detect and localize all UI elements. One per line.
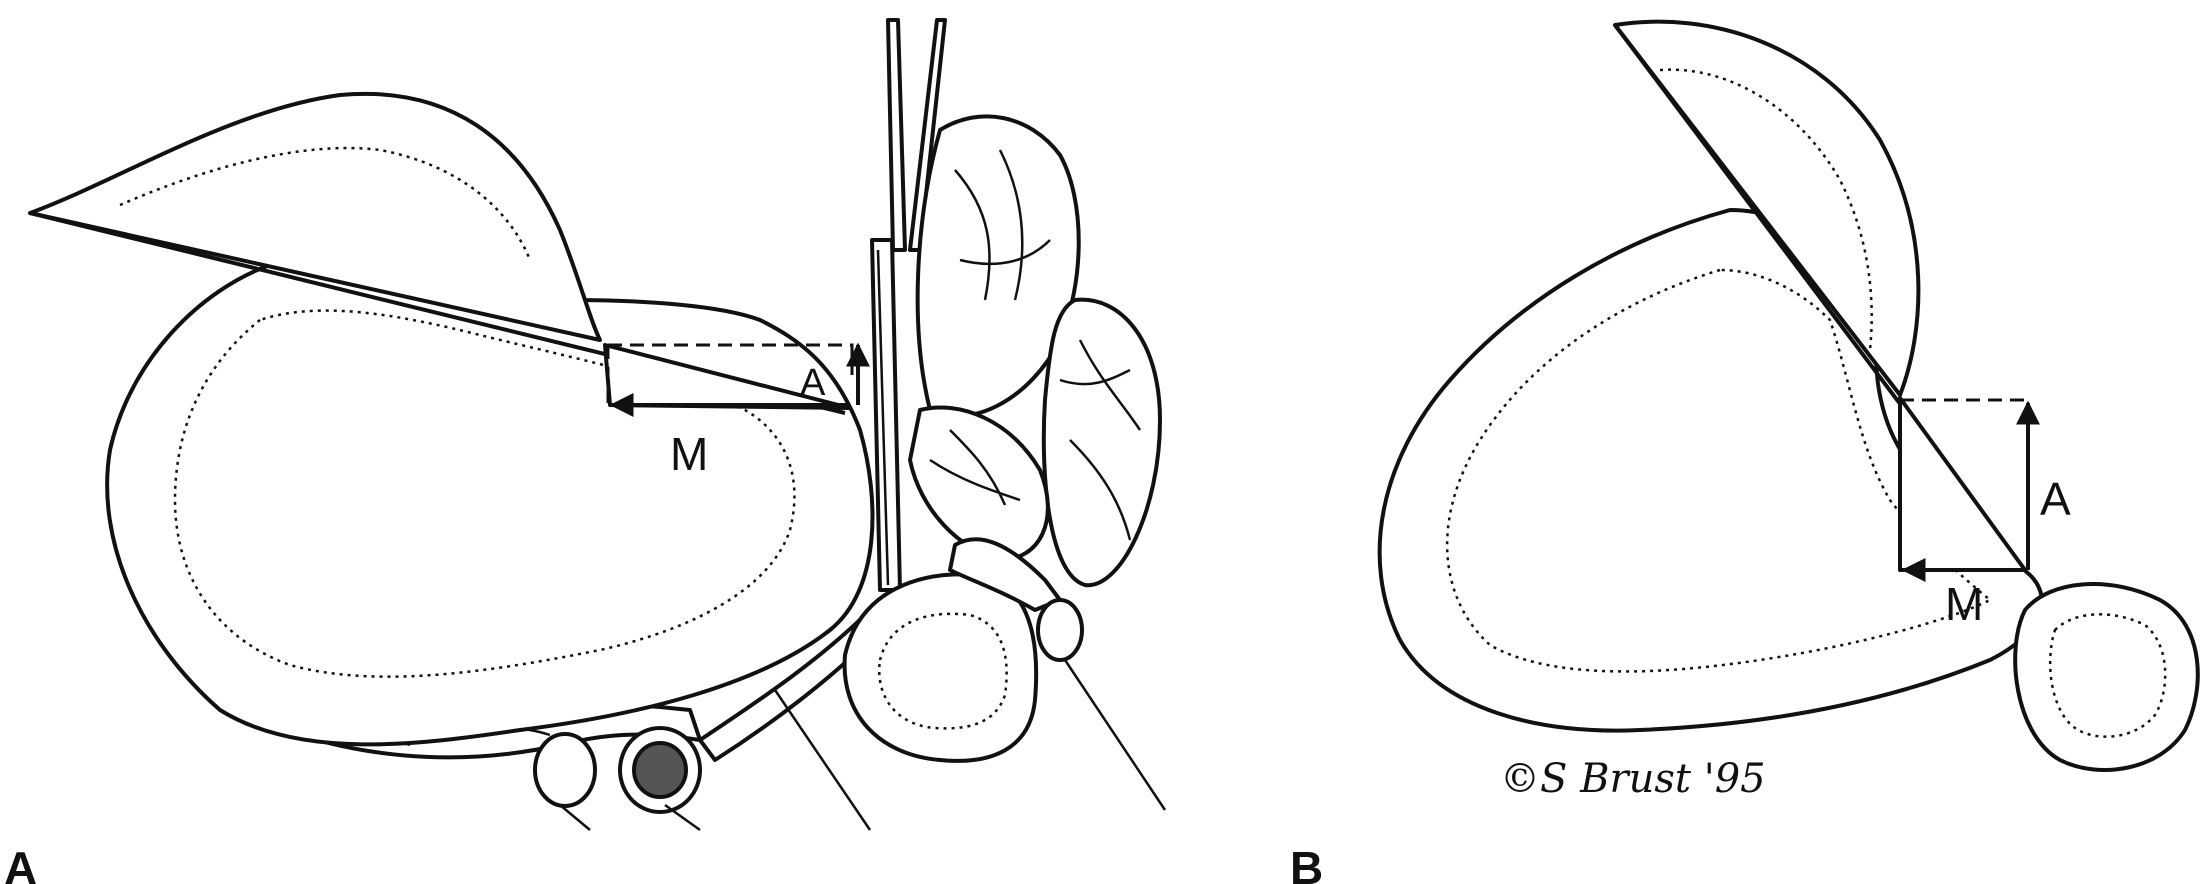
artist-signature: ©S Brust '95	[1500, 756, 1766, 802]
vector-diagram-b	[1898, 398, 2040, 582]
label-medial-b: M	[1945, 578, 1983, 630]
cut-triangle-b	[1898, 396, 2027, 572]
panel-b: A M ©S Brust '95 B	[1290, 19, 2200, 884]
ganglion-small-a	[533, 732, 597, 831]
panel-label-a: A	[4, 842, 37, 884]
label-anterior-a: A	[800, 362, 826, 404]
label-anterior-b: A	[2040, 473, 2071, 525]
spinal-cord-segment-b	[2013, 582, 2200, 772]
panel-a: A M A	[4, 18, 1167, 884]
resected-wedge-b	[1613, 19, 1921, 397]
ganglion-right-a	[948, 537, 1167, 811]
vessel-ring-a	[618, 726, 702, 832]
panel-label-b: B	[1290, 842, 1323, 884]
tissue-lobes-a	[908, 114, 1162, 588]
resected-wedge-a	[28, 91, 602, 342]
osteotome-instrument	[870, 18, 947, 592]
vertebral-body-a	[105, 257, 875, 747]
spinal-cord-segment-a	[842, 572, 1039, 763]
label-medial-a: M	[670, 428, 708, 480]
vector-diagram-a	[606, 342, 870, 417]
signature-text: ©S Brust '95	[1500, 756, 1766, 802]
